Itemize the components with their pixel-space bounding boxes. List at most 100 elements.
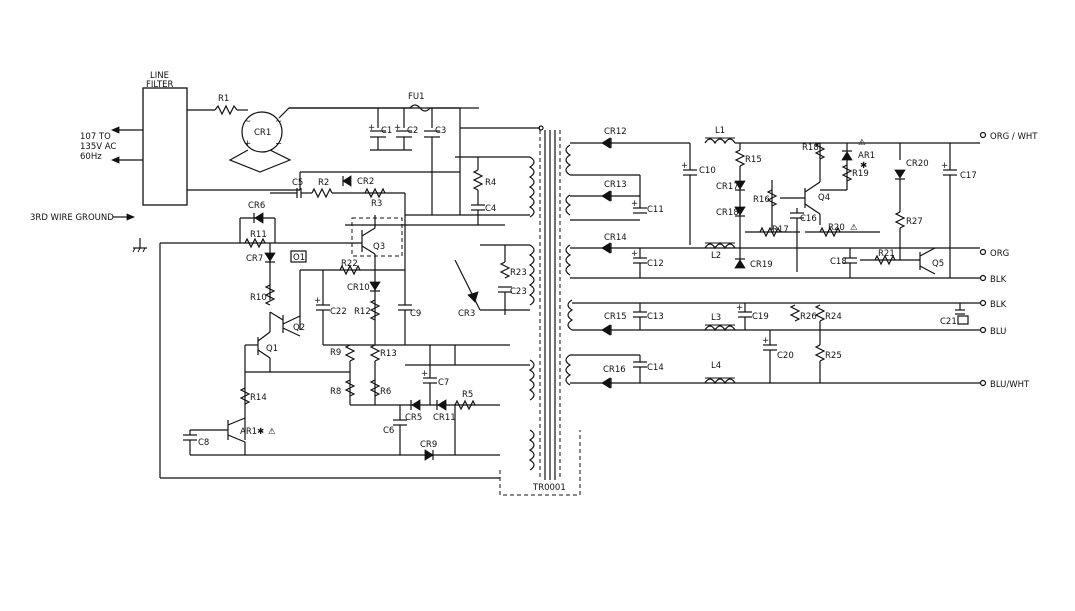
resistor-bank: R9 R13 R8 R6 (323, 344, 530, 406)
c4-label: C4 (485, 204, 496, 214)
input-voltage-1: 107 TO (80, 132, 111, 142)
q3-transistor: Q3 (345, 215, 403, 270)
r10-label: R10 (250, 293, 267, 303)
r23-label: R23 (510, 268, 527, 278)
warning-icon-ar1: ⚠ (858, 138, 866, 148)
cr10-label: CR10 (347, 283, 370, 293)
r13-label: R13 (380, 349, 397, 359)
out-blk-2: BLK (990, 300, 1007, 310)
r12-label: R12 (354, 307, 371, 317)
c21-label: C21 (940, 317, 957, 327)
c20-label: C20 (777, 351, 794, 361)
cr13-label: CR13 (604, 180, 627, 190)
primary-regulator: R14 AR1 ✱ ⚠ C8 CR9 (183, 387, 500, 461)
line-filter: LINE FILTER 107 TO 135V AC 60Hz 3RD WIRE… (30, 71, 188, 253)
ar1-primary-label: AR1 (240, 427, 257, 437)
svg-text:+: + (762, 336, 769, 346)
c5-label: C5 (292, 178, 303, 188)
svg-text:+: + (736, 303, 743, 313)
line-filter-label-2: FILTER (146, 80, 174, 90)
secondary-rail-3: CR14 L2 ORG + C12 CR19 C18 R21 Q5 BLK (570, 233, 1009, 285)
r22-label: R22 (341, 259, 358, 269)
cr16-label: CR16 (603, 365, 626, 375)
r27-label: R27 (906, 217, 923, 227)
cr11-label: CR11 (433, 413, 456, 423)
secondary-rail-4: BLK BLU CR15 C13 L3 + C19 R26 R24 C21 (572, 299, 1007, 337)
cr7-label: CR7 (246, 254, 263, 264)
out-org-wht: ORG / WHT (990, 132, 1038, 142)
q2-label: Q2 (293, 323, 305, 333)
l3-label: L3 (711, 313, 721, 323)
q3-label: Q3 (373, 242, 385, 252)
secondary-sense: R18 ⚠ AR1 ✱ R19 CR20 R27 + C17 (802, 138, 977, 278)
cr17-label: CR17 (716, 182, 739, 192)
svg-text:+: + (421, 369, 428, 379)
r24-label: R24 (825, 312, 842, 322)
r26-label: R26 (800, 312, 817, 322)
cr20-label: CR20 (906, 159, 929, 169)
out-org: ORG (990, 249, 1009, 259)
c11-label: C11 (647, 205, 664, 215)
r25-label: R25 (825, 351, 842, 361)
r17-label: R17 (772, 225, 789, 235)
input-voltage-3: 60Hz (80, 152, 102, 162)
svg-text:+: + (244, 139, 251, 149)
r6-label: R6 (380, 387, 391, 397)
r1-label: R1 (218, 94, 229, 104)
svg-text:+: + (631, 199, 638, 209)
r16-label: R16 (753, 195, 770, 205)
out-blk-1: BLK (990, 275, 1007, 285)
c16-label: C16 (800, 214, 817, 224)
c12-label: C12 (647, 259, 664, 269)
svg-text:+: + (681, 161, 688, 171)
svg-text:−: − (275, 139, 282, 149)
r21-label: R21 (878, 249, 895, 259)
r4-c4: R4 C4 (345, 156, 530, 226)
out-blu: BLU (990, 327, 1006, 337)
svg-text:+: + (941, 161, 948, 171)
cr1-label: CR1 (254, 128, 271, 138)
svg-text:~: ~ (275, 117, 282, 127)
l4-label: L4 (711, 361, 721, 371)
q5-label: Q5 (932, 259, 944, 269)
c7-r5-network: + C7 R5 CR5 CR11 C6 (383, 365, 476, 455)
input-voltage-2: 135V AC (80, 142, 116, 152)
r15-label: R15 (745, 155, 762, 165)
transformer-tr0001: TR0001 (499, 130, 581, 496)
c7-label: C7 (438, 378, 449, 388)
cr3-label: CR3 (458, 309, 475, 319)
cr2-label: CR2 (357, 177, 374, 187)
snubber-network: C5 R2 CR2 R3 (270, 172, 406, 270)
star-icon-2: ✱ (860, 161, 867, 171)
r23-c23-cr3: R23 C23 CR3 (454, 244, 530, 319)
c8-label: C8 (198, 438, 209, 448)
star-icon: ✱ (257, 427, 264, 437)
c13-label: C13 (647, 312, 664, 322)
warning-icon: ⚠ (268, 427, 276, 437)
c22-label: C22 (330, 307, 347, 317)
svg-text:+: + (631, 249, 638, 259)
cr14-label: CR14 (604, 233, 627, 243)
cr5-label: CR5 (405, 413, 422, 423)
secondary-rail-1: CR12 L1 ORG / WHT + C10 (570, 126, 1038, 245)
r3-label: R3 (371, 199, 382, 209)
c10-label: C10 (699, 166, 716, 176)
ar1-secondary-label: AR1 (858, 151, 875, 161)
c18-label: C18 (830, 257, 847, 267)
cr19-label: CR19 (750, 260, 773, 270)
c23-label: C23 (510, 287, 527, 297)
svg-text:~: ~ (244, 117, 251, 127)
secondary-rail-2: CR13 + C11 (570, 175, 664, 221)
cr15-label: CR15 (604, 312, 627, 322)
r19-label: R19 (852, 169, 869, 179)
r18-label: R18 (802, 143, 819, 153)
ground-label: 3RD WIRE GROUND (30, 213, 114, 223)
l2-label: L2 (711, 251, 721, 261)
primary-rail: FU1 (289, 92, 544, 131)
q4-label: Q4 (818, 193, 830, 203)
cr18-label: CR18 (716, 208, 739, 218)
fuse-label: FU1 (408, 92, 425, 102)
r4-label: R4 (485, 178, 496, 188)
c14-label: C14 (647, 363, 664, 373)
